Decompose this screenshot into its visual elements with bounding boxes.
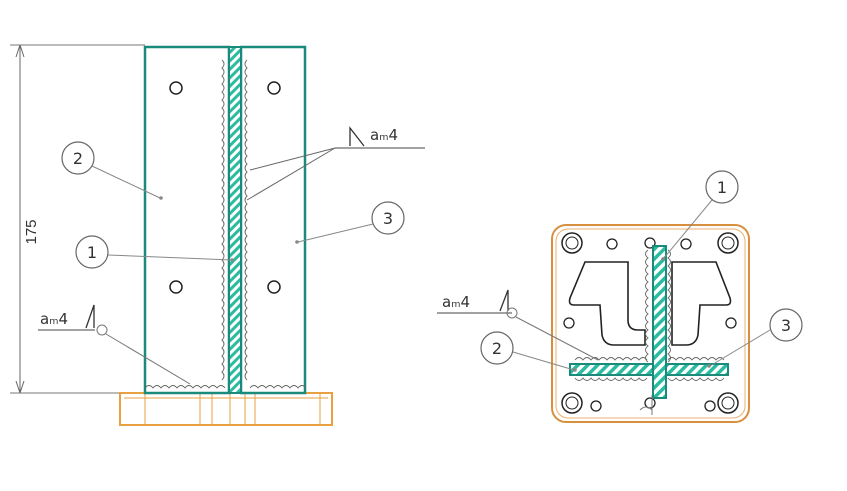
weld-bead-vertical (221, 59, 225, 381)
hole (267, 81, 281, 95)
dimension-label: 175 (23, 219, 40, 244)
weld-bead-vertical (244, 59, 248, 381)
hole (169, 280, 183, 294)
callout-1-side: 1 (75, 235, 234, 269)
hole (169, 81, 183, 95)
callout-2-side: 2 (61, 141, 163, 200)
plate-part-2-3-section (569, 363, 729, 376)
weld-symbol-label: aₘ4 (40, 310, 68, 328)
weld-symbol-bottom: aₘ4 (38, 304, 191, 385)
plate-part-2 (143, 45, 231, 395)
cutout-left (568, 261, 646, 346)
base-plate-top (551, 224, 750, 423)
svg-text:2: 2 (492, 339, 502, 358)
weld-symbol-top-view: aₘ4 (437, 289, 599, 361)
plate-part-1-section (228, 46, 242, 394)
plate-part-3 (239, 45, 307, 395)
small-holes (563, 237, 737, 412)
callout-3-top: 3 (707, 308, 803, 368)
base-plate (119, 392, 333, 426)
callout-3-side: 3 (295, 201, 405, 244)
svg-text:3: 3 (781, 316, 791, 335)
plate-part-1-section-top (652, 245, 667, 399)
weld-symbol-label: aₘ4 (370, 126, 398, 144)
callout-1-top: 1 (661, 170, 739, 261)
svg-text:1: 1 (87, 243, 97, 262)
corner-holes (561, 232, 739, 414)
top-view: 1 2 3 aₘ4 (437, 170, 803, 423)
weld-bead-top (574, 357, 725, 381)
callout-2-top: 2 (480, 331, 577, 372)
weld-symbol-top: aₘ4 (246, 126, 425, 201)
cutout-right (671, 261, 732, 346)
hole (267, 280, 281, 294)
svg-text:1: 1 (717, 178, 727, 197)
svg-text:2: 2 (73, 149, 83, 168)
height-dimension: 175 (10, 44, 145, 394)
svg-text:3: 3 (383, 209, 393, 228)
side-view: 175 (10, 44, 425, 426)
weld-bead-base (144, 385, 307, 389)
weld-symbol-label: aₘ4 (442, 293, 470, 311)
